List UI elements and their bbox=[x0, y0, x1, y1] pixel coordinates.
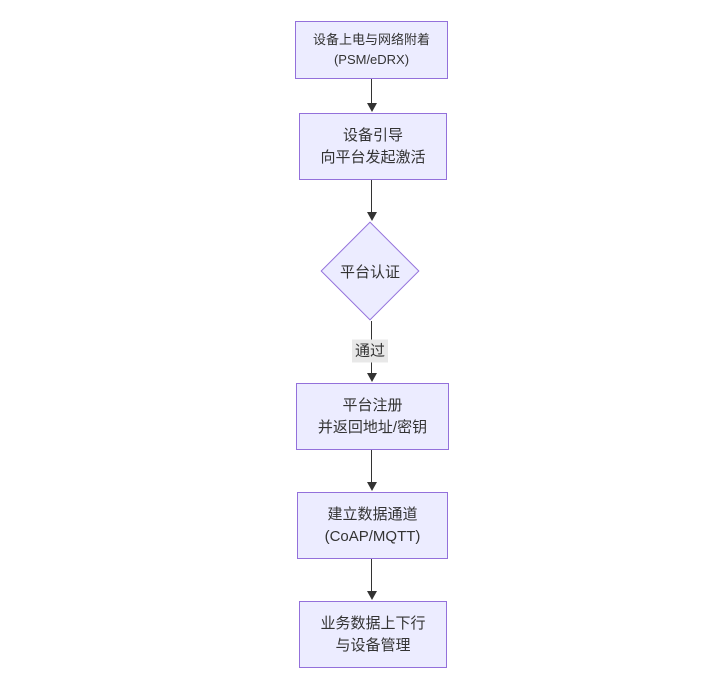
edge-label-pass: 通过 bbox=[351, 339, 389, 363]
node-label-line: 业务数据上下行 bbox=[320, 614, 426, 632]
edge-line bbox=[371, 79, 372, 104]
arrow-head-icon bbox=[367, 482, 377, 491]
node-label-line: 设备上电与网络附着 bbox=[312, 32, 430, 47]
edge-line bbox=[371, 559, 372, 592]
node-label-line: 建立数据通道 bbox=[327, 505, 418, 523]
node-label-line: 向平台发起激活 bbox=[320, 148, 426, 166]
node-label-line: 并返回地址/密钥 bbox=[317, 418, 428, 436]
arrow-head-icon bbox=[367, 591, 377, 600]
node-data-channel: 建立数据通道 (CoAP/MQTT) bbox=[297, 492, 448, 559]
decision-platform-auth: 平台认证 bbox=[320, 221, 420, 321]
node-business-management: 业务数据上下行 与设备管理 bbox=[299, 601, 447, 668]
node-platform-register: 平台注册 并返回地址/密钥 bbox=[296, 383, 449, 450]
node-label-line: (PSM/eDRX) bbox=[333, 52, 410, 67]
node-label-line: 平台认证 bbox=[339, 263, 400, 281]
node-label-line: (CoAP/MQTT) bbox=[324, 527, 421, 545]
arrow-head-icon bbox=[367, 103, 377, 112]
node-power-attach: 设备上电与网络附着 (PSM/eDRX) bbox=[295, 21, 448, 79]
node-label-line: 与设备管理 bbox=[335, 636, 411, 654]
node-bootstrap-activate: 设备引导 向平台发起激活 bbox=[299, 113, 447, 180]
arrow-head-icon bbox=[367, 373, 377, 382]
arrow-head-icon bbox=[367, 212, 377, 221]
edge-line bbox=[371, 450, 372, 483]
node-label-line: 平台注册 bbox=[342, 396, 403, 414]
node-label-line: 设备引导 bbox=[342, 126, 403, 144]
edge-line bbox=[371, 180, 372, 213]
